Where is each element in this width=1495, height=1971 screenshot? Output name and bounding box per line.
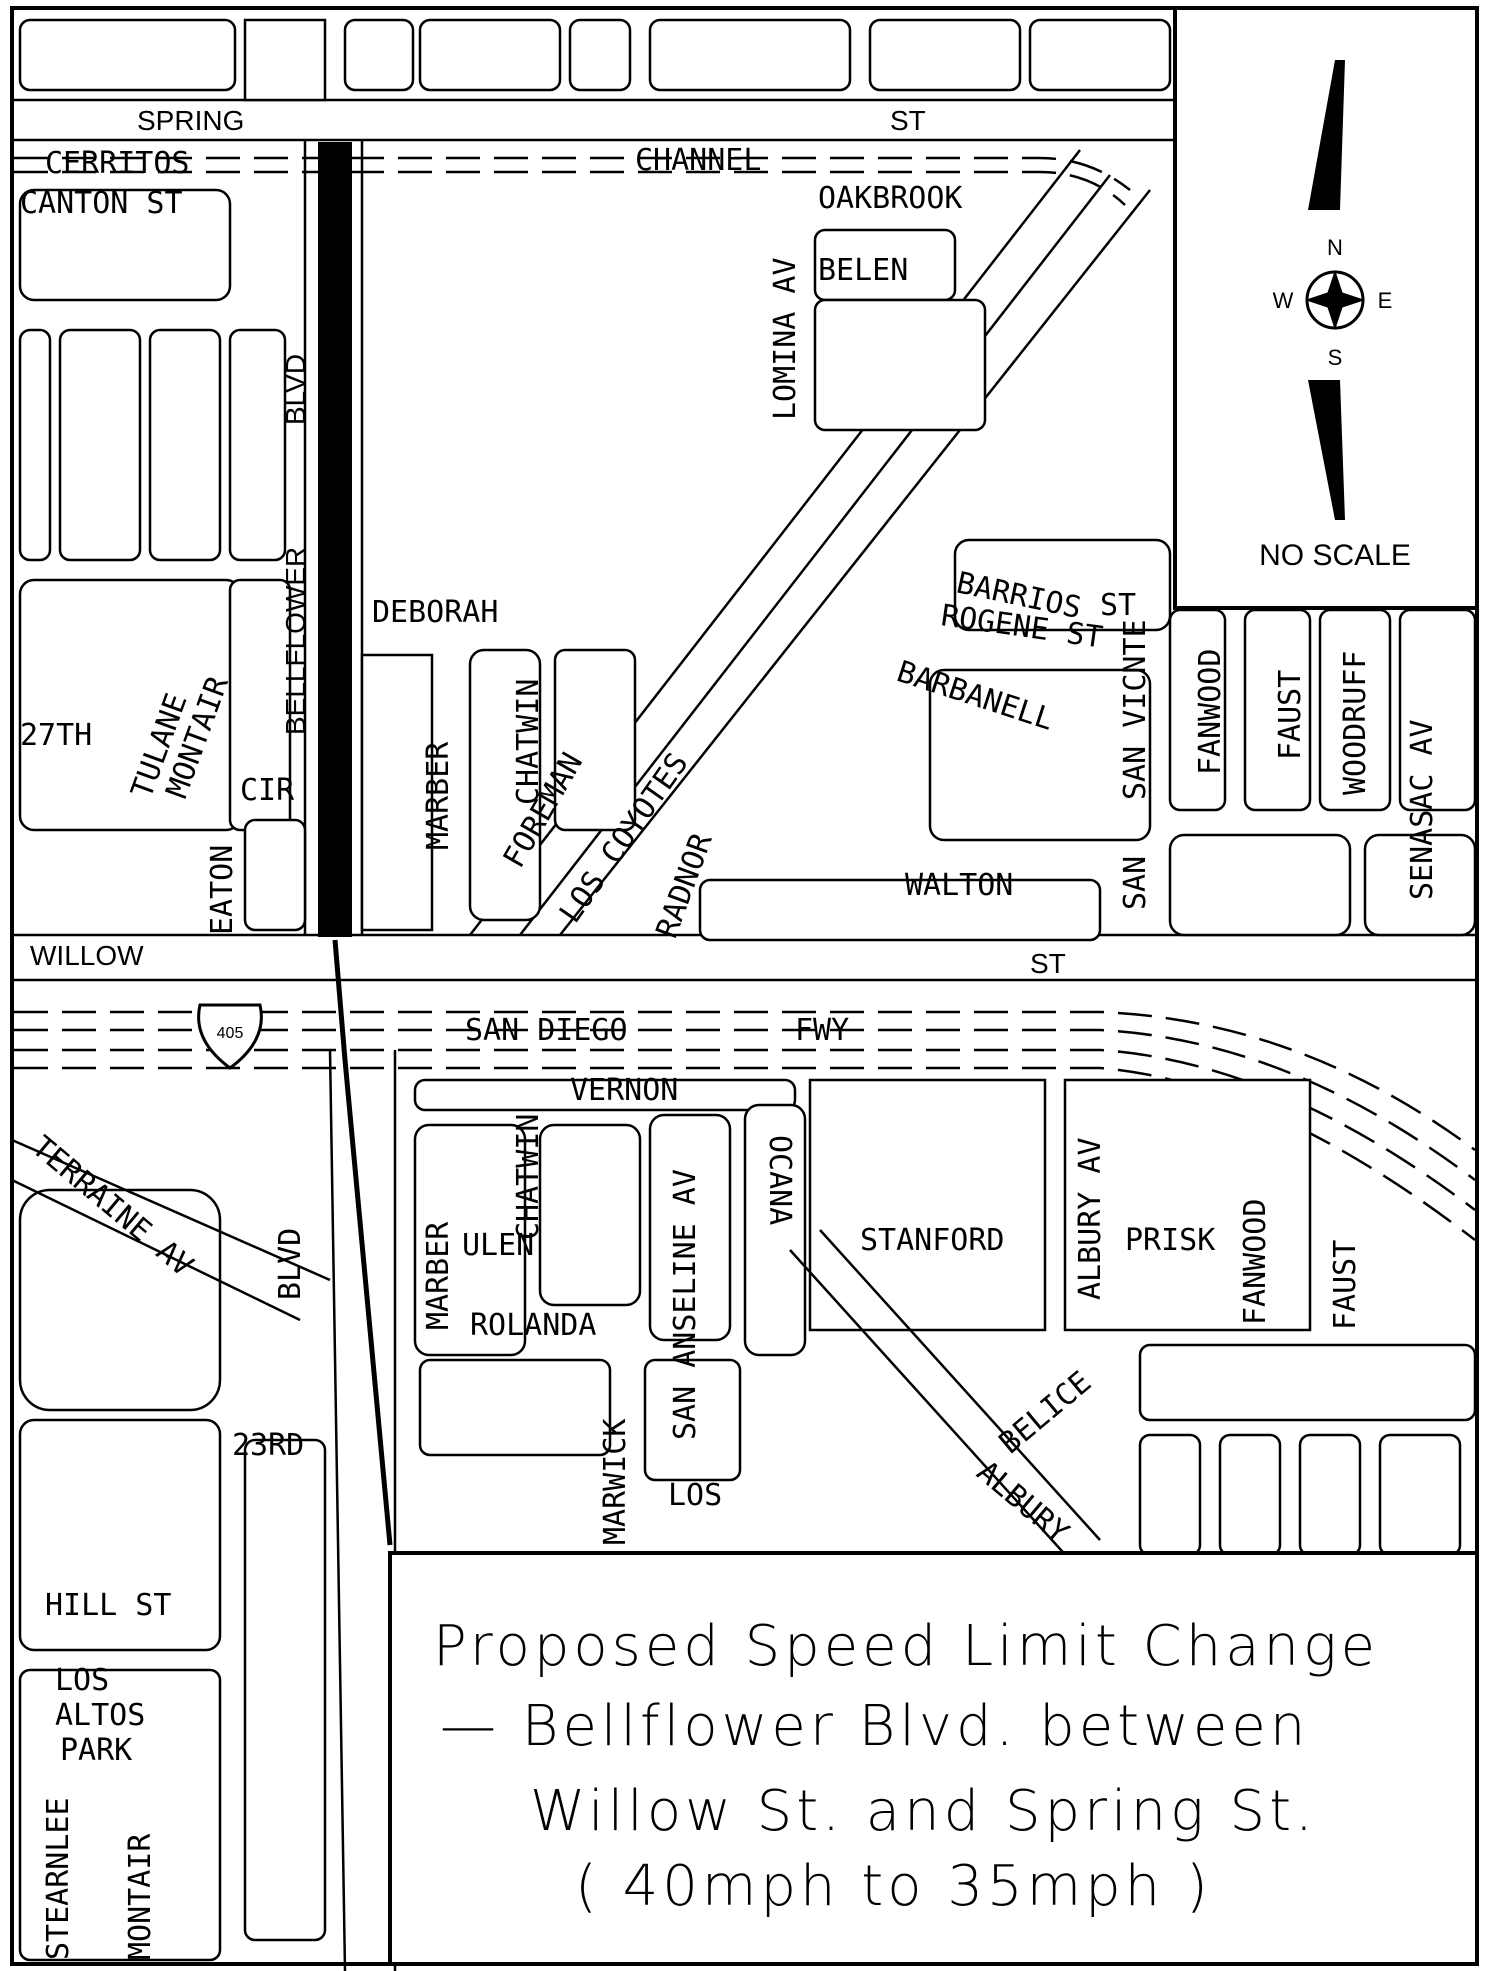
label-blvd-north: BLVD <box>280 354 311 425</box>
title-line-1: Proposed Speed Limit Change <box>433 1614 1379 1679</box>
label-ulen: ULEN <box>462 1228 534 1263</box>
label-san-vicnte: SAN VICNTE <box>1118 619 1153 800</box>
label-willow-st: ST <box>1030 948 1066 979</box>
label-rolanda: ROLANDA <box>470 1308 596 1343</box>
label-27th: 27TH <box>20 718 92 753</box>
label-senasac-av: SENASAC AV <box>1405 719 1440 900</box>
label-chatwin-south: CHATWIN <box>511 1114 546 1240</box>
label-marber-north: MARBER <box>421 741 456 850</box>
no-scale-label: NO SCALE <box>1259 539 1411 572</box>
label-san: SAN <box>1118 856 1153 910</box>
label-san-diego: SAN DIEGO <box>465 1013 628 1048</box>
label-fanwood-north: FANWOOD <box>1193 649 1228 775</box>
label-albury-av: ALBURY AV <box>1073 1137 1108 1300</box>
label-belice: BELICE <box>993 1365 1099 1461</box>
label-bellflower: BELLFLOWER <box>280 547 311 735</box>
label-chatwin-north: CHATWIN <box>511 679 546 805</box>
shield-number: 405 <box>217 1025 244 1042</box>
compass-legend: N S E W NO SCALE <box>1173 6 1479 610</box>
label-marwick: MARWICK <box>598 1419 633 1545</box>
leader-line <box>332 939 393 1546</box>
label-walton: WALTON <box>905 868 1013 903</box>
title-box: Proposed Speed Limit Change — Bellflower… <box>388 1551 1479 1966</box>
label-belen: BELEN <box>818 253 908 288</box>
label-spring: SPRING <box>137 105 244 136</box>
highlighted-bellflower-segment <box>318 142 352 937</box>
title-line-2: — Bellflower Blvd. between <box>440 1694 1309 1759</box>
label-23rd: 23RD <box>232 1428 304 1463</box>
label-ocana: OCANA <box>762 1135 797 1225</box>
label-canton-st: CANTON ST <box>20 186 183 221</box>
label-barrios-st: ST <box>1100 588 1136 623</box>
label-faust-north: FAUST <box>1273 670 1308 760</box>
label-channel: CHANNEL <box>635 143 761 178</box>
label-los-altos-park-1: LOS <box>55 1663 109 1698</box>
label-marber-south: MARBER <box>421 1221 456 1330</box>
label-los-altos-park-2: ALTOS <box>55 1698 145 1733</box>
label-cerritos: CERRITOS <box>45 146 190 181</box>
road-network <box>11 18 1477 1971</box>
label-blvd-south: BLVD <box>273 1228 308 1300</box>
label-cir: CIR <box>240 773 295 808</box>
compass-w: W <box>1273 288 1294 313</box>
label-fanwood-south: FANWOOD <box>1238 1199 1273 1325</box>
label-faust-south: FAUST <box>1328 1240 1363 1330</box>
label-los: LOS <box>668 1478 722 1513</box>
label-deborah: DEBORAH <box>372 595 498 630</box>
compass-e: E <box>1378 288 1393 313</box>
label-woodruff: WOODRUFF <box>1338 651 1373 796</box>
label-fwy: FWY <box>795 1013 849 1048</box>
label-hill-st: HILL ST <box>45 1588 171 1623</box>
label-eaton: EATON <box>205 845 240 935</box>
label-prisk: PRISK <box>1125 1223 1215 1258</box>
label-spring-st: ST <box>890 105 926 136</box>
interstate-405-shield: 405 <box>197 1003 263 1070</box>
label-stearnlee: STEARNLEE <box>41 1797 76 1960</box>
label-montair-south: MONTAIR <box>123 1833 158 1960</box>
label-oakbrook: OAKBROOK <box>818 181 963 216</box>
title-line-4: ( 40mph to 35mph ) <box>575 1854 1212 1919</box>
label-albury: ALBURY <box>970 1454 1076 1550</box>
compass-s: S <box>1328 345 1343 370</box>
title-line-3: Willow St. and Spring St. <box>530 1779 1317 1844</box>
label-willow: WILLOW <box>30 940 144 971</box>
label-vernon: VERNON <box>570 1073 678 1108</box>
label-los-altos-park-3: PARK <box>60 1733 132 1768</box>
label-san-anseline-av: SAN ANSELINE AV <box>668 1169 703 1440</box>
compass-n: N <box>1327 235 1343 260</box>
label-stanford: STANFORD <box>860 1223 1005 1258</box>
label-lomina-av: LOMINA AV <box>768 257 803 420</box>
